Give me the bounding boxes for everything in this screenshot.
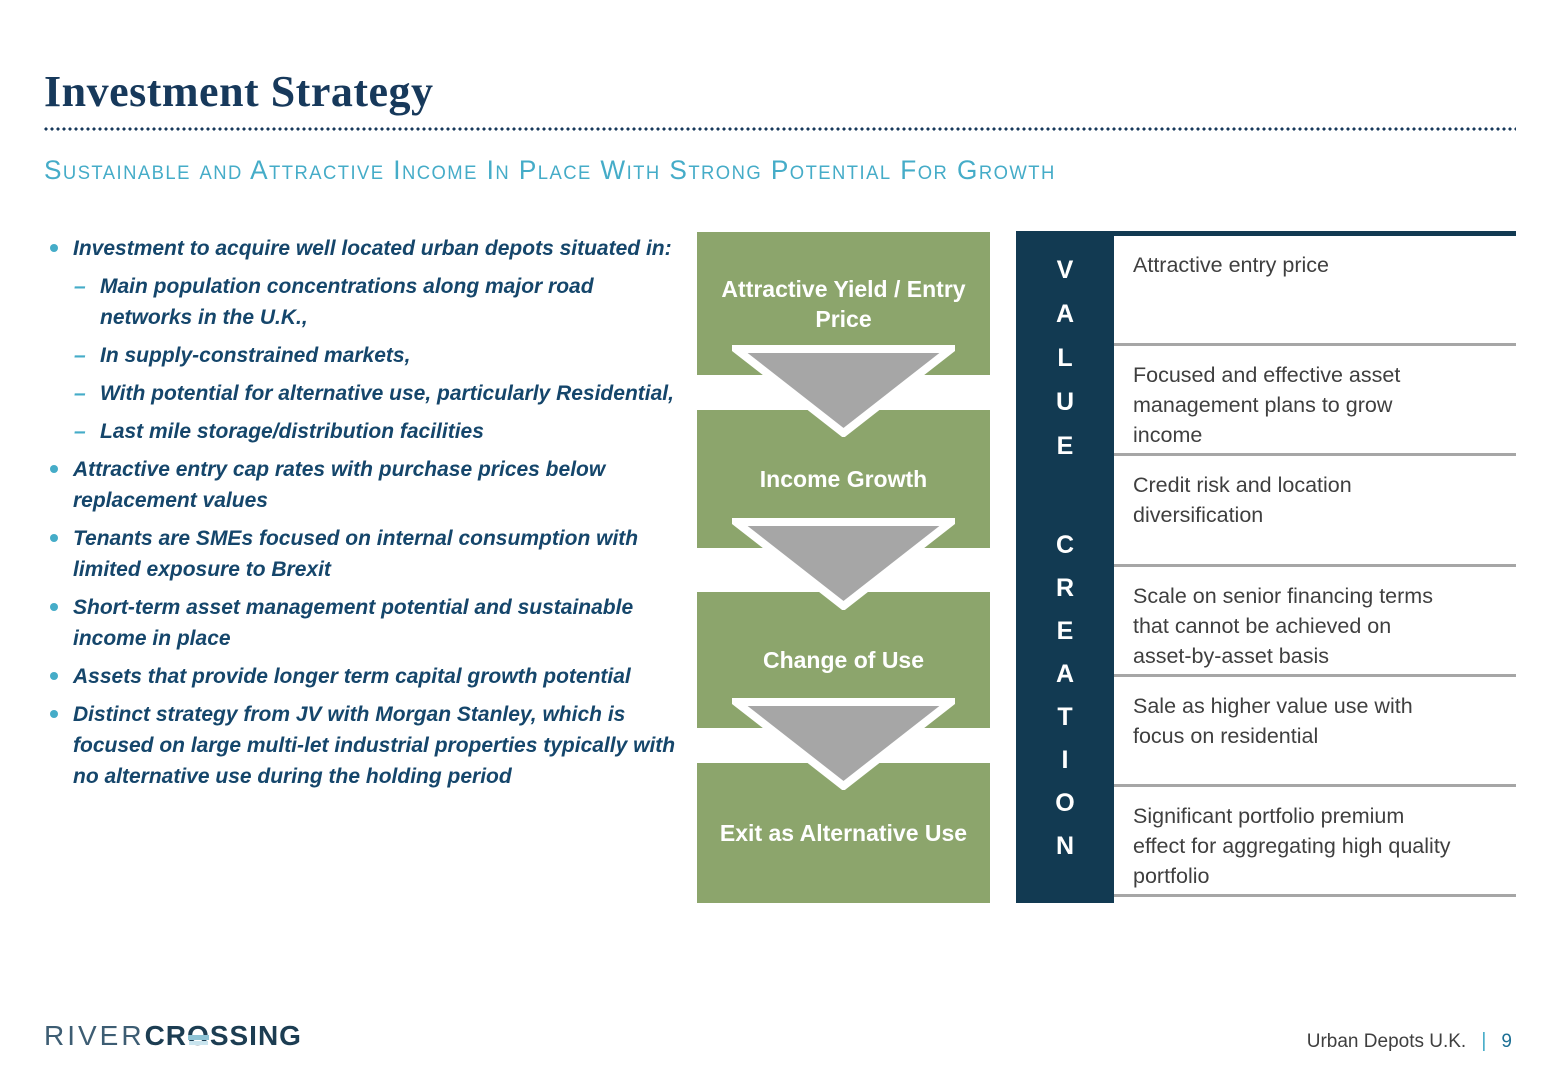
value-creation-letter: O bbox=[1055, 789, 1075, 817]
sub-bullet-item: Main population concentrations along maj… bbox=[73, 271, 689, 333]
value-creation-letter: A bbox=[1055, 660, 1075, 688]
value-creation-letter: A bbox=[1055, 299, 1075, 328]
value-creation-item: Focused and effective asset management p… bbox=[1114, 343, 1516, 453]
value-creation-letter: E bbox=[1056, 617, 1074, 645]
page-number: 9 bbox=[1501, 1030, 1512, 1052]
flow-step-label: Income Growth bbox=[759, 466, 928, 492]
value-creation-item: Attractive entry price bbox=[1133, 253, 1329, 277]
bullet-text: Distinct strategy from JV with Morgan St… bbox=[73, 703, 676, 788]
bullet-item: Distinct strategy from JV with Morgan St… bbox=[44, 699, 689, 792]
value-creation-item: Significant portfolio premium effect for… bbox=[1114, 783, 1516, 894]
value-creation-letter: L bbox=[1057, 343, 1073, 372]
value-creation-letter: R bbox=[1055, 574, 1075, 602]
footer-right: Urban Depots U.K. | 9 bbox=[1307, 1030, 1512, 1053]
bullet-text: Attractive entry cap rates with purchase… bbox=[73, 458, 606, 512]
footer-divider: | bbox=[1481, 1030, 1487, 1052]
logo-text-crossing-post: SSING bbox=[209, 1020, 302, 1051]
bullet-item: Short-term asset management potential an… bbox=[44, 592, 689, 654]
value-creation-item: Credit risk and location diversification bbox=[1114, 453, 1516, 563]
slide-subtitle: Sustainable and Attractive Income In Pla… bbox=[44, 155, 1056, 185]
down-arrow-icon bbox=[732, 698, 955, 790]
bullet-list: Investment to acquire well located urban… bbox=[44, 233, 689, 799]
logo-text-river: RIVER bbox=[44, 1020, 145, 1051]
logo-stylized-o-icon: O bbox=[187, 1017, 210, 1055]
down-arrow-icon bbox=[732, 518, 955, 610]
value-creation-letter: U bbox=[1055, 387, 1075, 416]
sub-bullet-item: In supply-constrained markets, bbox=[73, 340, 689, 371]
panel-top-border bbox=[1016, 231, 1516, 236]
flow-step-box: Exit as Alternative Use bbox=[697, 763, 990, 903]
value-creation-letter: V bbox=[1056, 255, 1074, 284]
value-creation-letter: I bbox=[1061, 746, 1069, 774]
sub-bullet-item: With potential for alternative use, part… bbox=[73, 378, 689, 409]
value-creation-letter: T bbox=[1057, 703, 1073, 731]
flow-step-label: Attractive Yield / Entry Price bbox=[721, 275, 966, 332]
logo-text-crossing-pre: CR bbox=[144, 1020, 188, 1051]
bullet-text: Short-term asset management potential an… bbox=[73, 596, 634, 650]
footer-project-name: Urban Depots U.K. bbox=[1306, 1030, 1467, 1052]
bullet-text: Tenants are SMEs focused on internal con… bbox=[73, 527, 639, 581]
rivercrossing-logo: RIVERCROSSING bbox=[44, 1017, 302, 1055]
sub-bullet-list: Main population concentrations along maj… bbox=[73, 271, 689, 447]
flow-step-label: Change of Use bbox=[762, 647, 925, 673]
bullet-item: Investment to acquire well located urban… bbox=[44, 233, 689, 447]
value-creation-letter: C bbox=[1055, 531, 1075, 559]
sub-bullet-item: Last mile storage/distribution facilitie… bbox=[73, 416, 689, 447]
value-creation-item: Sale as higher value use with focus on r… bbox=[1114, 673, 1516, 784]
flow-step-label: Exit as Alternative Use bbox=[719, 820, 968, 846]
bullet-item: Tenants are SMEs focused on internal con… bbox=[44, 523, 689, 585]
title-divider-dotted-line bbox=[44, 127, 1516, 131]
bullet-item: Attractive entry cap rates with purchase… bbox=[44, 454, 689, 516]
bullet-item: Assets that provide longer term capital … bbox=[44, 661, 689, 692]
down-arrow-icon bbox=[732, 345, 955, 437]
bullet-text: Assets that provide longer term capital … bbox=[73, 665, 631, 688]
value-creation-letter: E bbox=[1056, 431, 1074, 460]
page-title: Investment Strategy bbox=[44, 67, 434, 116]
value-creation-item: Scale on senior financing terms that can… bbox=[1114, 563, 1516, 674]
value-creation-letter: N bbox=[1055, 832, 1075, 860]
bullet-text: Investment to acquire well located urban… bbox=[73, 237, 672, 260]
